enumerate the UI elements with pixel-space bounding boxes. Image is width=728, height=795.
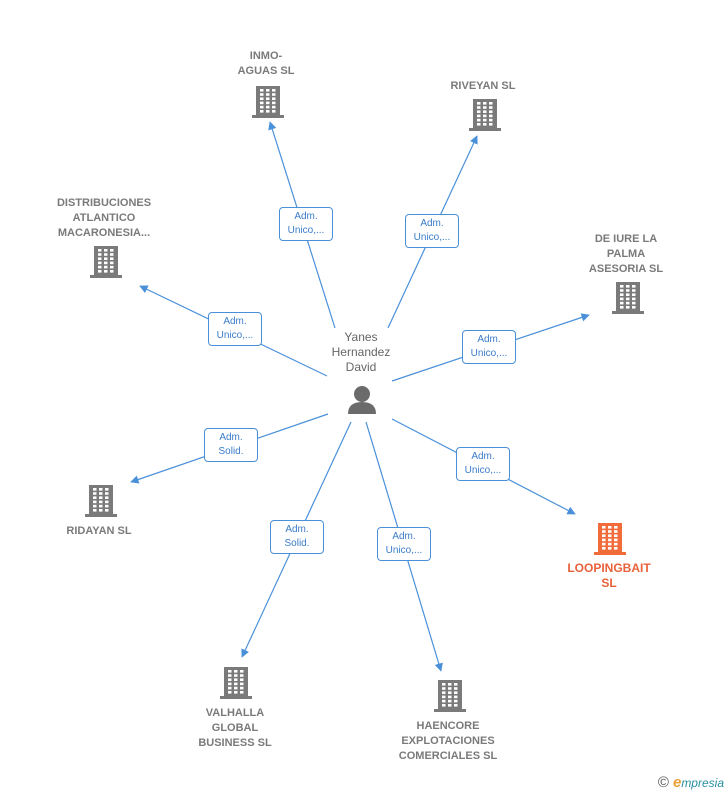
- building-icon-inmo-aguas[interactable]: [252, 86, 284, 118]
- company-name-ridayan[interactable]: RIDAYAN SL: [66, 525, 132, 537]
- copyright-symbol: ©: [657, 774, 669, 791]
- building-icon-haencore[interactable]: [434, 680, 466, 712]
- building-icon-riveyan[interactable]: [469, 99, 501, 131]
- company-name-valhalla[interactable]: VALHALLA GLOBAL BUSINESS SL: [198, 707, 272, 749]
- relation-label-haencore[interactable]: Adm. Unico,...: [377, 527, 431, 561]
- relation-label-riveyan[interactable]: Adm. Unico,...: [405, 214, 459, 248]
- brand-logo-text: mpresia: [681, 776, 724, 790]
- relation-label-valhalla[interactable]: Adm. Solid.: [270, 520, 324, 554]
- company-name-distribuciones[interactable]: DISTRIBUCIONES ATLANTICO MACARONESIA...: [56, 197, 152, 239]
- building-icon-ridayan[interactable]: [85, 485, 117, 517]
- footer-brand: ©empresia: [658, 774, 724, 791]
- company-name-de-iure[interactable]: DE IURE LA PALMA ASESORIA SL: [588, 233, 664, 275]
- building-icon-distribuciones[interactable]: [90, 246, 122, 278]
- center-person-name[interactable]: Yanes Hernandez David: [331, 330, 391, 374]
- building-icon-de-iure[interactable]: [612, 282, 644, 314]
- building-icon-valhalla[interactable]: [220, 667, 252, 699]
- person-icon[interactable]: [348, 386, 376, 414]
- relation-label-distribuciones[interactable]: Adm. Unico,...: [208, 312, 262, 346]
- relation-label-ridayan[interactable]: Adm. Solid.: [204, 428, 258, 462]
- brand-logo-initial: e: [672, 774, 682, 791]
- relation-label-loopingbait[interactable]: Adm. Unico,...: [456, 447, 510, 481]
- company-name-loopingbait[interactable]: LOOPINGBAIT SL: [567, 561, 651, 590]
- relation-label-inmo-aguas[interactable]: Adm. Unico,...: [279, 207, 333, 241]
- relation-label-de-iure[interactable]: Adm. Unico,...: [462, 330, 516, 364]
- company-name-riveyan[interactable]: RIVEYAN SL: [450, 80, 516, 92]
- company-name-inmo-aguas[interactable]: INMO- AGUAS SL: [237, 50, 295, 77]
- company-name-haencore[interactable]: HAENCORE EXPLOTACIONES COMERCIALES SL: [398, 720, 498, 762]
- building-icon-loopingbait[interactable]: [594, 523, 626, 555]
